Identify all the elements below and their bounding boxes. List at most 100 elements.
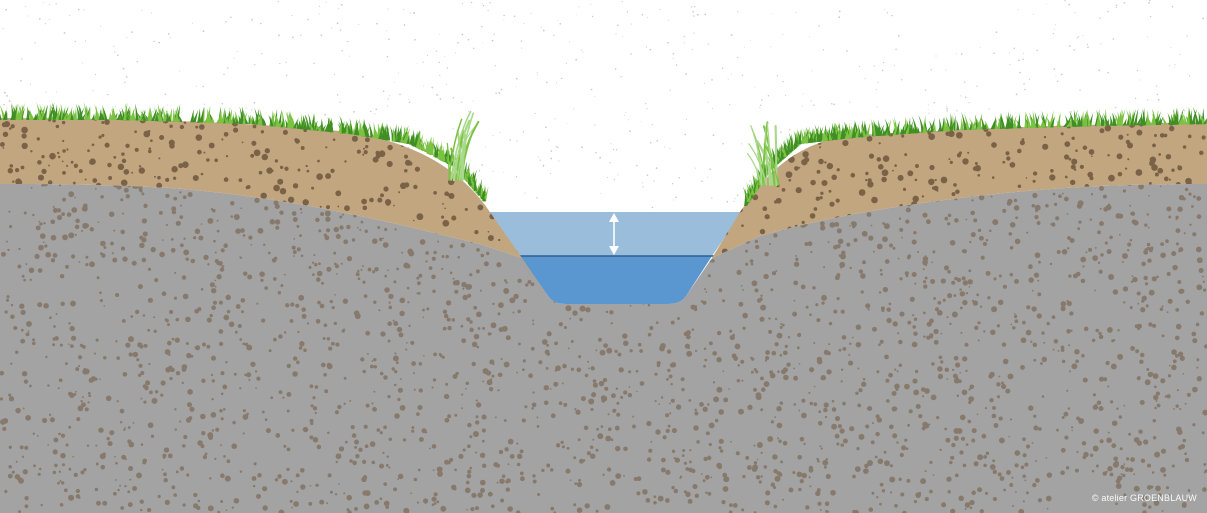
subsoil-stone: [780, 322, 783, 326]
subsoil-stone: [760, 304, 767, 311]
subsoil-stone: [0, 370, 5, 376]
subsoil-stone: [1163, 473, 1167, 477]
subsoil-stone: [1033, 272, 1040, 278]
subsoil-stone: [825, 473, 831, 479]
topsoil-stone: [487, 230, 490, 233]
subsoil-stone: [722, 370, 725, 373]
topsoil-stone: [325, 146, 328, 149]
subsoil-stone: [841, 250, 846, 256]
subsoil-stone: [322, 337, 326, 340]
sky-speckle: [995, 31, 998, 34]
subsoil-stone: [1066, 301, 1072, 307]
subsoil-stone: [179, 420, 182, 423]
subsoil-stone: [1196, 376, 1202, 382]
sky-speckle: [461, 101, 463, 103]
subsoil-stone: [399, 297, 406, 304]
subsoil-stone: [886, 317, 892, 324]
subsoil-stone: [498, 327, 504, 333]
sky-speckle: [649, 142, 652, 144]
subsoil-stone: [383, 482, 388, 486]
subsoil-stone: [39, 233, 46, 239]
subsoil-stone: [504, 447, 509, 452]
subsoil-stone: [819, 221, 825, 227]
topsoil-stone: [1136, 129, 1143, 136]
subsoil-stone: [705, 291, 708, 293]
subsoil-stone: [499, 478, 505, 484]
subsoil-stone: [406, 342, 408, 344]
sky-speckle: [6, 95, 8, 97]
sky-speckle: [1148, 2, 1150, 4]
subsoil-stone: [42, 417, 48, 423]
topsoil-stone: [62, 170, 66, 175]
subsoil-stone: [32, 341, 36, 346]
subsoil-stone: [1082, 377, 1088, 383]
subsoil-stone: [356, 226, 359, 229]
subsoil-stone: [708, 422, 715, 429]
subsoil-stone: [798, 487, 802, 492]
sky-speckle: [933, 101, 935, 104]
subsoil-stone: [22, 407, 25, 410]
sky-speckle: [482, 2, 483, 4]
subsoil-stone: [300, 211, 303, 214]
sky-speckle: [629, 130, 631, 132]
subsoil-stone: [857, 403, 862, 408]
sky-speckle: [594, 96, 596, 98]
sky-speckle: [24, 5, 26, 7]
subsoil-stone: [562, 363, 567, 369]
subsoil-stone: [50, 219, 56, 225]
subsoil-stone: [934, 307, 940, 312]
subsoil-stone: [1133, 485, 1140, 492]
subsoil-stone: [340, 262, 343, 265]
subsoil-stone: [128, 465, 134, 472]
subsoil-stone: [8, 465, 12, 469]
topsoil-stone: [171, 166, 178, 173]
topsoil-stone: [253, 149, 261, 157]
subsoil-stone: [24, 445, 29, 450]
subsoil-stone: [971, 299, 975, 303]
subsoil-stone: [1136, 291, 1141, 296]
subsoil-stone: [99, 299, 103, 303]
subsoil-stone: [143, 343, 148, 348]
subsoil-stone: [801, 472, 807, 479]
subsoil-stone: [20, 338, 26, 344]
subsoil-stone: [15, 460, 18, 463]
subsoil-stone: [1145, 304, 1149, 308]
subsoil-stone: [1009, 418, 1013, 421]
topsoil-stone: [819, 196, 823, 200]
subsoil-stone: [242, 414, 249, 420]
subsoil-stone: [475, 269, 480, 274]
subsoil-stone: [1082, 455, 1087, 460]
sky-speckle: [313, 62, 315, 65]
sky-speckle: [651, 124, 653, 126]
subsoil-stone: [623, 474, 626, 477]
subsoil-stone: [636, 476, 642, 482]
topsoil-stone: [826, 162, 834, 170]
sky-speckle: [1134, 97, 1137, 100]
subsoil-stone: [922, 395, 925, 398]
sky-speckle: [693, 15, 695, 17]
topsoil-stone: [78, 169, 83, 174]
subsoil-stone: [21, 370, 28, 377]
subsoil-stone: [889, 476, 896, 483]
subsoil-stone: [959, 414, 966, 421]
subsoil-stone: [477, 492, 483, 498]
subsoil-stone: [605, 310, 609, 314]
subsoil-stone: [779, 401, 784, 405]
subsoil-stone: [1146, 242, 1151, 247]
subsoil-stone: [343, 239, 349, 245]
subsoil-stone: [981, 433, 987, 439]
subsoil-stone: [28, 267, 35, 274]
subsoil-stone: [354, 506, 358, 511]
topsoil-stone: [974, 162, 978, 165]
topsoil-stone: [297, 168, 301, 172]
topsoil-stone: [101, 133, 105, 137]
subsoil-stone: [465, 388, 467, 390]
topsoil-stone: [820, 191, 824, 195]
subsoil-stone: [462, 448, 466, 452]
subsoil-stone: [864, 463, 869, 469]
subsoil-stone: [1179, 355, 1185, 361]
subsoil-stone: [558, 401, 563, 405]
sky-speckle: [737, 10, 739, 13]
subsoil-stone: [857, 367, 860, 370]
subsoil-stone: [896, 441, 899, 444]
